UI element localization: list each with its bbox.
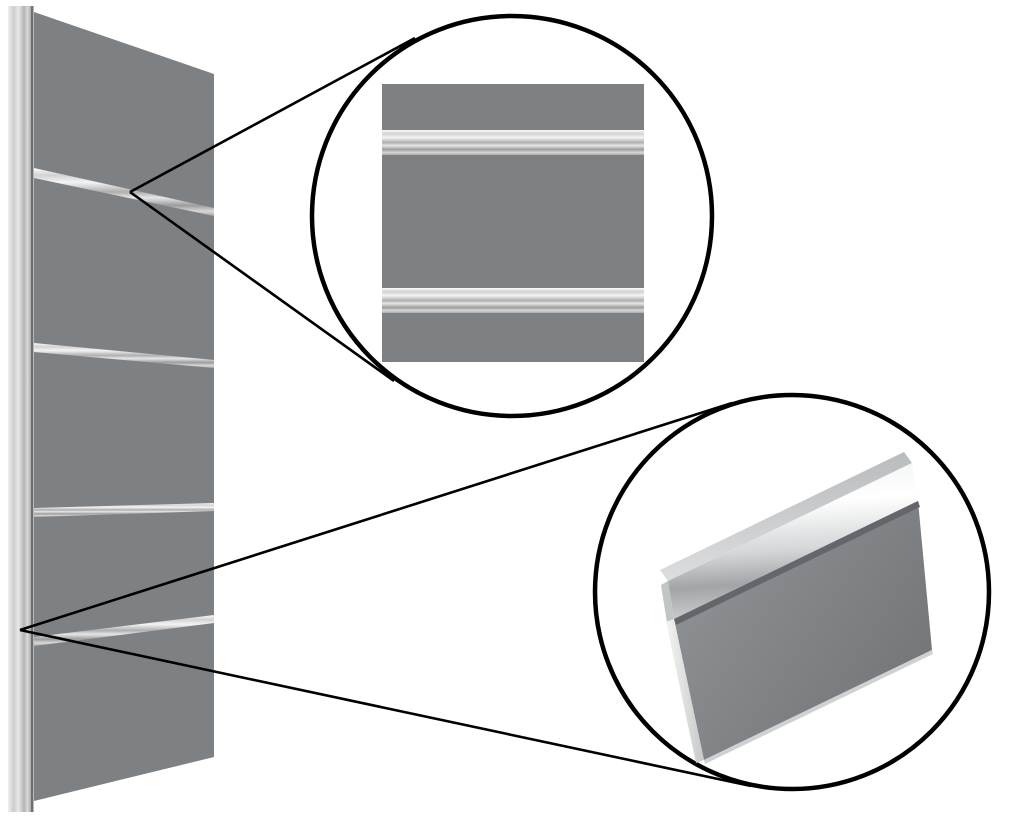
section-bottom-edge	[704, 650, 933, 764]
section-face	[674, 501, 932, 760]
callout-top	[309, 13, 715, 419]
panel-aluminium-strip-4	[34, 615, 214, 646]
panel-edge-separator-line	[31, 6, 34, 812]
section-left-end-edge	[666, 619, 704, 763]
callout-bottom	[592, 392, 992, 792]
callout-line-bottom-lower	[19, 628, 752, 788]
section-top-cap	[660, 452, 912, 581]
slatwall-panel	[8, 6, 214, 812]
section-trim-shadow-line	[674, 501, 920, 625]
panel-section-3d	[659, 449, 933, 764]
section-top-highlight	[659, 449, 904, 570]
panel-aluminium-strip-3	[34, 503, 214, 517]
callout-lines	[19, 36, 752, 788]
detail-panel-face	[382, 84, 644, 362]
panel-aluminium-strip-1	[34, 168, 214, 216]
section-trim-left-end	[661, 581, 674, 623]
callout-line-bottom-upper	[19, 401, 733, 632]
callout-line-top-upper	[129, 36, 416, 194]
section-aluminium-trim	[668, 463, 918, 619]
panel-left-aluminium-edge	[8, 6, 31, 812]
detail-aluminium-strip-1	[382, 130, 644, 155]
callout-line-top-lower	[129, 190, 395, 383]
detail-aluminium-strip-2	[382, 288, 644, 313]
panel-face	[34, 12, 214, 801]
panel-aluminium-strip-2	[34, 343, 214, 368]
